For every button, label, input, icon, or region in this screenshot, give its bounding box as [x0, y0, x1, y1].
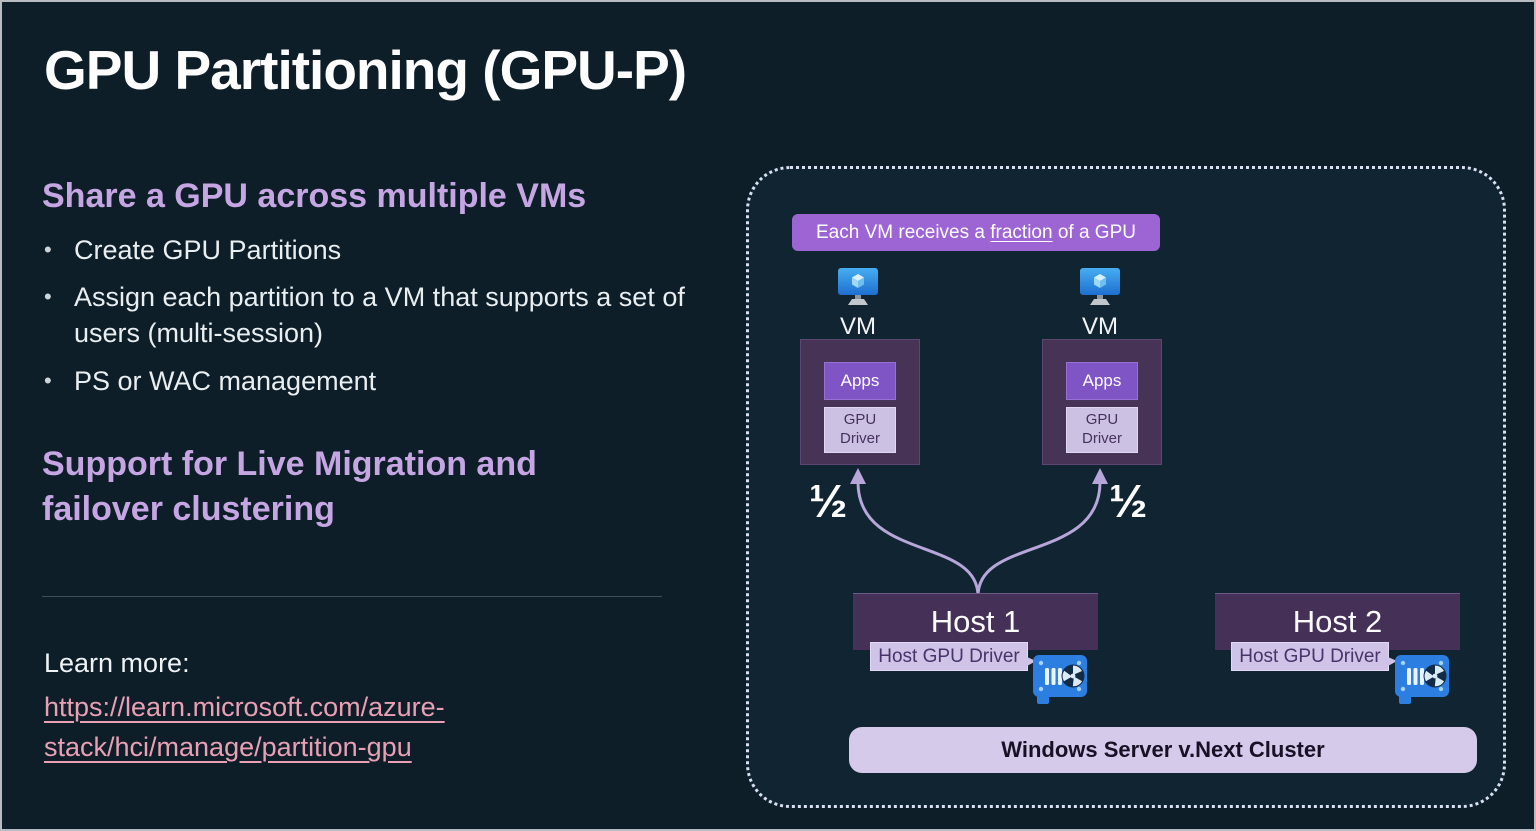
- bullet-text: PS or WAC management: [74, 365, 377, 396]
- gpu-card-icon: [1395, 655, 1449, 704]
- gpu-card-icon: [1033, 655, 1087, 704]
- divider: [42, 596, 662, 597]
- learn-more-label: Learn more:: [44, 648, 190, 678]
- gpu-split-arrows: [850, 468, 1108, 598]
- arrowhead-icon: [1092, 468, 1108, 484]
- host-name: Host 1: [930, 604, 1021, 639]
- banner-text-before: Each VM receives a: [816, 221, 991, 243]
- host-1-box: Host 1: [853, 593, 1098, 650]
- vm-icon: [1080, 268, 1120, 305]
- link-line-1: https://learn.microsoft.com/azure-: [44, 692, 445, 722]
- bullet-text: Assign each partition to a VM that suppo…: [74, 282, 685, 349]
- link-line-2: stack/hci/manage/partition-gpu: [44, 731, 412, 762]
- bullet-dot: •: [44, 284, 52, 310]
- apps-box: Apps: [824, 362, 896, 400]
- bullet-item-create-partitions: • Create GPU Partitions: [44, 232, 704, 268]
- fraction-banner: Each VM receives a fraction of a GPU: [792, 214, 1160, 251]
- vm-2-group: VM: [1052, 267, 1148, 341]
- heading-share-gpu: Share a GPU across multiple VMs: [42, 177, 587, 215]
- host-gpu-driver-box: Host GPU Driver: [870, 642, 1036, 671]
- vm-label: VM: [840, 313, 876, 340]
- cluster-banner: Windows Server v.Next Cluster: [849, 727, 1477, 773]
- fraction-half-label: ½: [1109, 475, 1148, 527]
- vm-1-group: VM: [810, 267, 906, 341]
- heading-live-migration: Support for Live Migration and failover …: [42, 445, 537, 528]
- fraction-half-label: ½: [809, 475, 848, 527]
- bullet-text: Create GPU Partitions: [74, 235, 342, 265]
- diagram-panel: Each VM receives a fraction of a GPU VM: [746, 166, 1506, 808]
- page-title: GPU Partitioning (GPU-P): [44, 39, 687, 101]
- vm-icon: [838, 268, 878, 305]
- host-gpu-driver-box: Host GPU Driver: [1231, 642, 1397, 671]
- learn-more-link[interactable]: https://learn.microsoft.com/azure- stack…: [44, 688, 445, 768]
- arrowhead-icon: [850, 468, 866, 484]
- bullet-list: • Create GPU Partitions • Assign each pa…: [44, 232, 704, 410]
- host-2-box: Host 2: [1215, 593, 1460, 650]
- apps-box: Apps: [1066, 362, 1138, 400]
- bullet-item-assign-partition: • Assign each partition to a VM that sup…: [44, 279, 704, 351]
- vm-2-partition-box: Apps GPU Driver: [1042, 339, 1162, 465]
- vm-1-partition-box: Apps GPU Driver: [800, 339, 920, 465]
- bullet-item-ps-wac: • PS or WAC management: [44, 363, 704, 399]
- host-name: Host 2: [1292, 604, 1383, 639]
- vm-label: VM: [1082, 313, 1118, 340]
- banner-text-after: of a GPU: [1052, 221, 1136, 243]
- banner-text-fraction: fraction: [990, 221, 1053, 243]
- bullet-dot: •: [44, 367, 52, 393]
- bullet-dot: •: [44, 237, 52, 262]
- gpu-driver-box: GPU Driver: [824, 407, 896, 453]
- gpu-driver-box: GPU Driver: [1066, 407, 1138, 453]
